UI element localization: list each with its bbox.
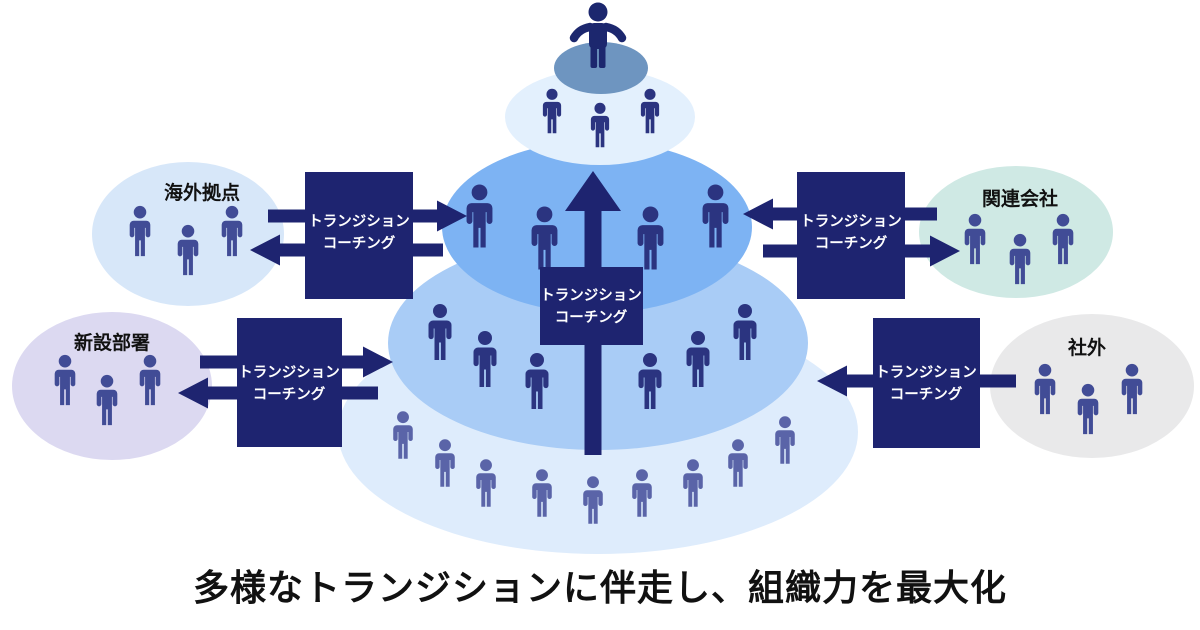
summit-ellipse (554, 42, 648, 94)
coaching-box-right-top: トランジション コーチング (797, 172, 905, 299)
coaching-box-left-top: トランジション コーチング (305, 172, 413, 299)
coaching-box (797, 172, 905, 299)
coaching-box-left-bottom: トランジション コーチング (237, 318, 342, 447)
coaching-box-line2: コーチング (323, 234, 396, 252)
coaching-box (305, 172, 413, 299)
group-overseas: 海外拠点 (92, 162, 284, 306)
outside-label: 社外 (1067, 336, 1106, 359)
coaching-box-line2: コーチング (890, 385, 963, 403)
coaching-box (237, 318, 342, 447)
coaching-box-line1: トランジション (800, 214, 902, 230)
coaching-box-line1: トランジション (238, 365, 340, 381)
coaching-box-line1: トランジション (540, 288, 642, 304)
coaching-box-right-bottom: トランジション コーチング (873, 318, 980, 448)
coaching-box (540, 267, 643, 345)
coaching-box-center: トランジション コーチング (540, 267, 643, 345)
affiliates-ellipse (919, 166, 1113, 298)
overseas-label: 海外拠点 (164, 181, 240, 204)
coaching-box-line2: コーチング (253, 385, 326, 403)
coaching-box-line1: トランジション (875, 365, 977, 381)
group-affiliates: 関連会社 (919, 166, 1113, 298)
diagram-caption: 多様なトランジションに伴走し、組織力を最大化 (193, 568, 1007, 609)
group-new-department: 新設部署 (12, 312, 212, 460)
coaching-box (873, 318, 980, 448)
affiliates-label: 関連会社 (982, 187, 1058, 210)
coaching-box-line1: トランジション (308, 214, 410, 230)
new-department-label: 新設部署 (74, 331, 150, 354)
new-department-ellipse (12, 312, 212, 460)
coaching-box-line2: コーチング (815, 234, 888, 252)
coaching-box-line2: コーチング (555, 308, 628, 326)
group-outside: 社外 (990, 314, 1194, 458)
